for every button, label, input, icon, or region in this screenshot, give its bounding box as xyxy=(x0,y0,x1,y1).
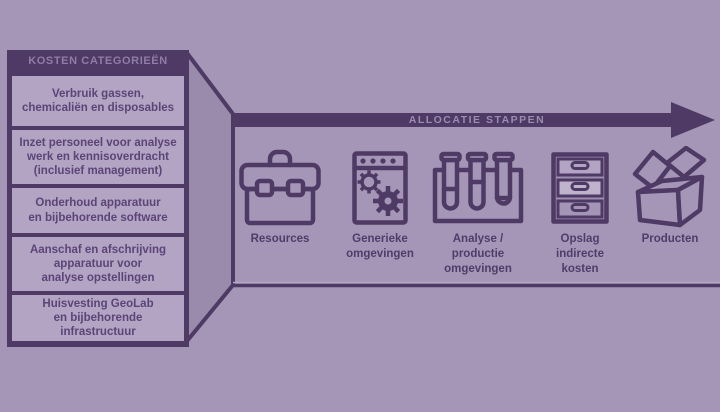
cost-category-item: Inzet personeel voor analyse werk en ken… xyxy=(12,130,184,184)
test-tubes-icon xyxy=(432,146,524,230)
allocation-steps-title: ALLOCATIE STAPPEN xyxy=(408,114,546,126)
step-resources: Resources xyxy=(228,146,332,247)
cost-category-item: Verbruik gassen, chemicaliën en disposab… xyxy=(12,76,184,126)
machine-gears-icon xyxy=(352,146,408,230)
step-label: Opslag indirecte kosten xyxy=(556,233,604,275)
cost-category-item: Aanschaf en afschrijving apparatuur voor… xyxy=(12,237,184,291)
step-products: Producten xyxy=(618,146,720,247)
briefcase-icon xyxy=(239,146,321,230)
step-label: Producten xyxy=(641,233,699,245)
step-analysis-production: Analyse / productie omgevingen xyxy=(426,146,530,277)
step-storage-indirect-costs: Opslag indirecte kosten xyxy=(528,146,632,277)
step-generic-environments: Generieke omgevingen xyxy=(328,146,432,262)
cost-category-item: Huisvesting GeoLab en bijbehorende infra… xyxy=(12,295,184,341)
cost-categories-box: KOSTEN CATEGORIEËN Verbruik gassen, chem… xyxy=(7,50,189,347)
step-label: Analyse / productie omgevingen xyxy=(444,233,512,275)
drawers-icon xyxy=(551,146,609,230)
cost-categories-title: KOSTEN CATEGORIEËN xyxy=(28,55,168,67)
step-label: Generieke omgevingen xyxy=(346,233,414,260)
box-side-face xyxy=(185,51,235,343)
open-box-icon xyxy=(626,146,714,230)
step-label: Resources xyxy=(250,233,310,245)
arrow-head xyxy=(671,102,715,138)
arrow-shaft xyxy=(231,113,673,127)
cost-category-item: Onderhoud apparatuur en bijbehorende sof… xyxy=(12,188,184,233)
